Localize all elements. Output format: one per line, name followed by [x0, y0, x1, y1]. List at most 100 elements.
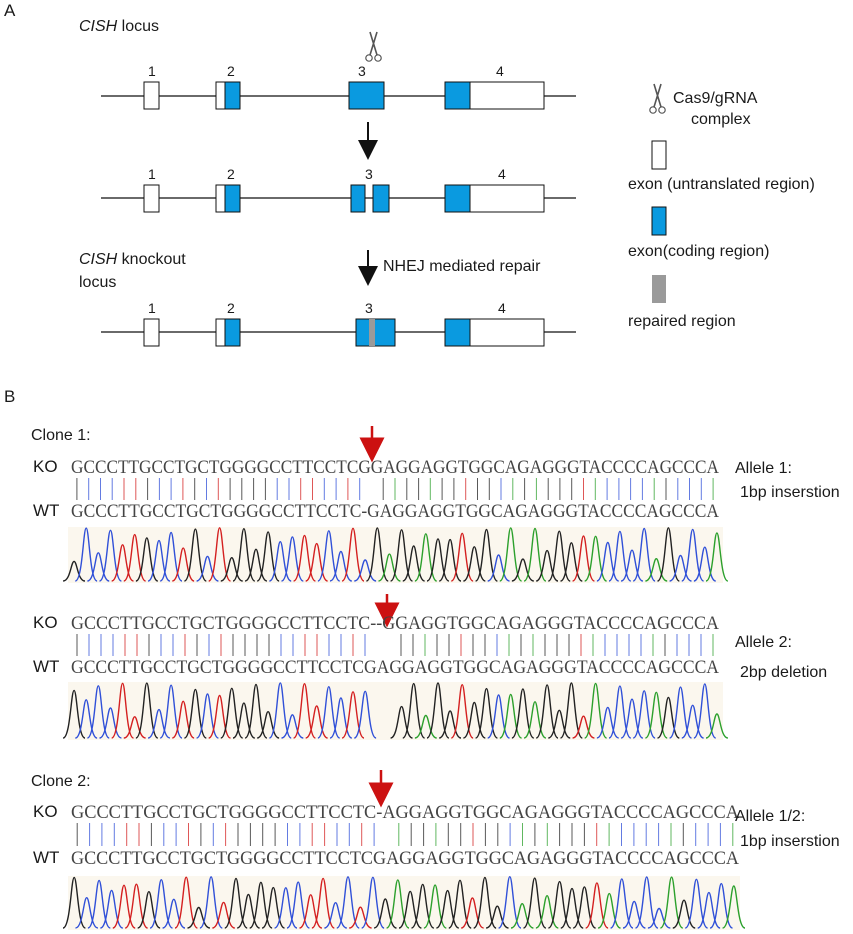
- chromatogram-peak: [135, 682, 159, 739]
- exon-number: 1: [148, 166, 156, 182]
- scissors-icon: [364, 31, 383, 63]
- legend-coding-label: exon(coding region): [628, 243, 769, 260]
- exon-number: 2: [227, 63, 235, 79]
- exon-4-coding: [444, 81, 471, 110]
- chromatogram-peak: [162, 898, 186, 929]
- legend-repaired-swatch: [652, 275, 666, 303]
- chromatogram-peak: [548, 709, 571, 739]
- chromatogram-peak: [672, 899, 696, 929]
- chromatogram-peak: [75, 896, 99, 929]
- knockout-title: CISH knockout: [79, 251, 186, 268]
- chromatogram-peak: [426, 682, 450, 739]
- exon-3-right-fragment: [372, 184, 390, 213]
- clone2-title: Clone 2:: [31, 773, 91, 790]
- ko-sequence: GCCCTTGCCTGCTGGGGCCTTCCTC-AGGAGGTGGCAGAG…: [71, 803, 740, 823]
- chromatogram-peak: [485, 905, 509, 929]
- chromatogram-peak: [256, 710, 280, 739]
- chromatogram-peak: [681, 704, 704, 739]
- chromatogram-peak: [365, 527, 389, 582]
- chromatogram-peak: [244, 683, 268, 739]
- ko-tag: KO: [33, 457, 58, 476]
- chromatogram-peak: [373, 898, 397, 929]
- chromatogram-peak: [244, 548, 268, 582]
- locus-title: CISH locus: [79, 18, 159, 35]
- chromatogram-peak: [414, 714, 437, 739]
- exon-2-utr: [215, 184, 226, 213]
- panel-label-b: B: [4, 387, 15, 406]
- chromatogram-peak: [232, 702, 256, 739]
- chromatogram-peak: [460, 897, 484, 929]
- wt-tag: WT: [33, 501, 59, 520]
- chromatogram-peak: [329, 550, 353, 582]
- chromatogram: [62, 682, 729, 740]
- exon-1: [143, 81, 160, 110]
- chromatogram-peak: [390, 705, 413, 739]
- exon-2-coding: [224, 184, 241, 213]
- exon-2-utr: [215, 81, 226, 110]
- chromatogram-peak: [473, 876, 497, 929]
- exon-3-left-fragment: [350, 184, 366, 213]
- ko-tag: KO: [33, 802, 58, 821]
- exon-2-coding: [224, 318, 241, 347]
- alignment-block-1: KO GCCCTTGCCTGCTGGGGCCTTCCTCGGAGGAGGTGGC…: [33, 426, 840, 583]
- chromatogram-peak: [622, 900, 646, 929]
- locus-row-knockout: 1 2 3 4: [101, 300, 576, 347]
- chromatogram-peak: [353, 690, 377, 739]
- chromatogram-peak: [450, 683, 474, 739]
- chromatogram-peak: [86, 685, 110, 739]
- chromatogram-peak: [99, 707, 122, 739]
- exon-number: 2: [227, 166, 235, 182]
- legend-utr-label: exon (untranslated region): [628, 176, 815, 193]
- exon-3-coding: [355, 318, 396, 347]
- locus-row-cut: 1 2 3 4: [101, 166, 576, 213]
- nhej-label: NHEJ mediated repair: [383, 258, 541, 275]
- chromatogram-peak: [361, 876, 385, 929]
- chromatogram-peak: [487, 554, 510, 582]
- chromatogram-peak: [681, 528, 705, 582]
- chromatogram-peak: [224, 877, 248, 929]
- chromatogram-peak: [74, 527, 98, 582]
- legend-cas9-line1: Cas9/gRNA: [673, 90, 758, 107]
- chromatogram-peak: [324, 901, 348, 929]
- chromatogram-peak: [183, 528, 207, 582]
- allele-label-line2: 2bp deletion: [740, 664, 827, 681]
- scissors-icon: [648, 83, 667, 114]
- legend: Cas9/gRNA complex exon (untranslated reg…: [628, 83, 815, 330]
- chromatogram-peak: [232, 527, 256, 582]
- allele-label-line2: 1bp inserstion: [740, 833, 840, 850]
- chromatogram: [62, 875, 746, 930]
- exon-number: 3: [358, 63, 366, 79]
- repaired-region: [369, 319, 375, 346]
- chromatogram-peak: [402, 682, 426, 739]
- exon-number: 1: [148, 63, 156, 79]
- chromatogram-peak: [159, 684, 183, 739]
- legend-repaired-label: repaired region: [628, 313, 736, 330]
- ko-tag: KO: [33, 613, 58, 632]
- chromatogram-peak: [111, 682, 135, 739]
- chromatogram-peak: [171, 547, 195, 582]
- chromatogram-peak: [62, 560, 86, 582]
- alignment-block-3: KO GCCCTTGCCTGCTGGGGCCTTCCTC-AGGAGGTGGCA…: [33, 770, 840, 930]
- chromatogram-peak: [535, 549, 559, 582]
- chromatogram-peak: [584, 682, 608, 739]
- chromatogram-peak: [341, 527, 365, 582]
- chromatogram-peak: [62, 876, 87, 929]
- chromatogram-peak: [634, 876, 659, 929]
- chromatogram-peak: [656, 527, 680, 582]
- wt-sequence: GCCCTTGCCTGCTGGGGCCTTCCTC-GAGGAGGTGGCAGA…: [71, 502, 720, 522]
- chromatogram-peak: [523, 527, 547, 582]
- chromatogram-peak: [199, 876, 223, 929]
- ko-sequence: GCCCTTGCCTGCTGGGGCCTTCCTCGGAGGAGGTGGCAGA…: [71, 458, 720, 478]
- wt-sequence: GCCCTTGCCTGCTGGGGCCTTCCTCGAGGAGGTGGCAGAG…: [71, 849, 740, 869]
- chromatogram-peak: [510, 902, 534, 929]
- chromatogram-peak: [196, 555, 219, 582]
- chromatogram-peak: [220, 556, 243, 582]
- chromatogram-peak: [572, 715, 595, 739]
- chromatogram-peak: [705, 532, 729, 582]
- chromatogram-peak: [722, 885, 746, 929]
- alignment-block-2: KO GCCCTTGCCTGCTGGGGCCTTCCTC--GGAGGTGGCA…: [33, 594, 827, 740]
- chromatogram-peak: [336, 876, 360, 929]
- exon-4-utr: [469, 318, 545, 347]
- chromatogram-peak: [448, 879, 472, 929]
